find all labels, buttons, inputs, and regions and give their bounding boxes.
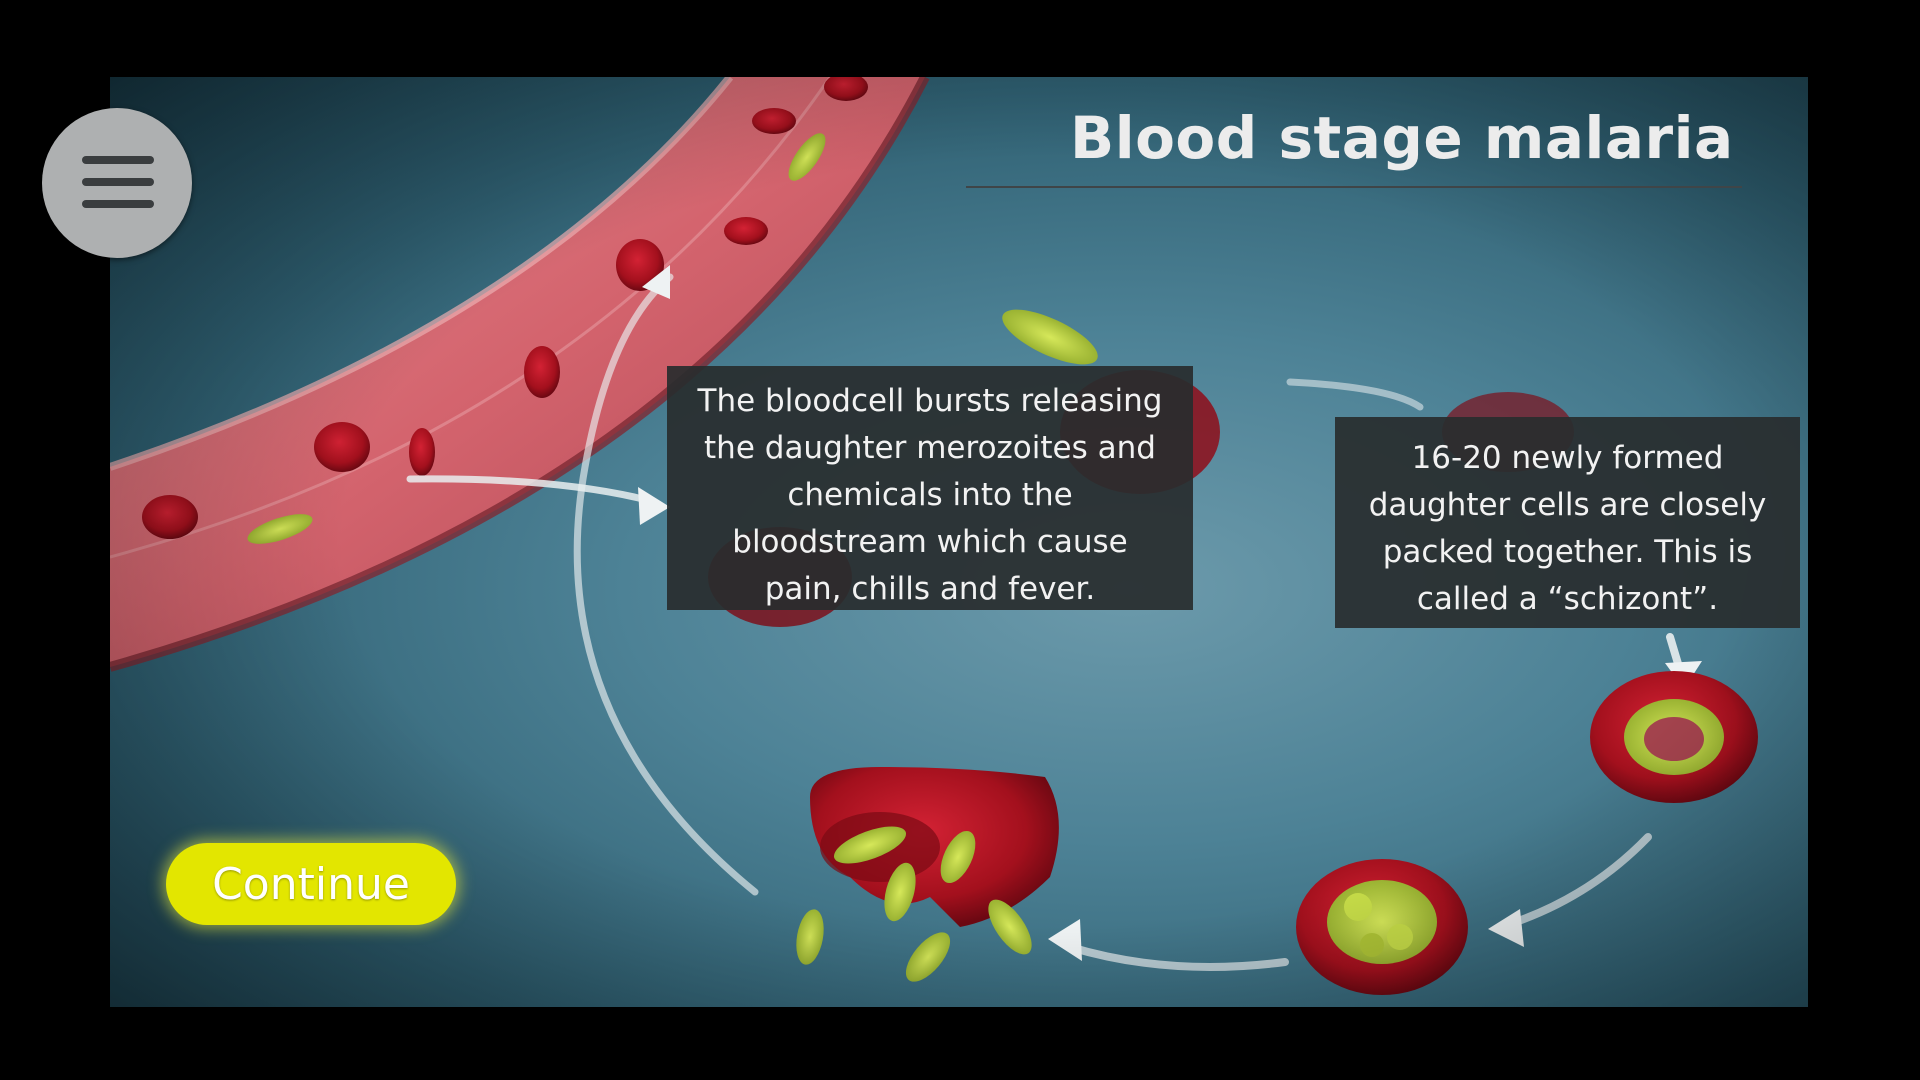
title-divider <box>966 186 1742 188</box>
continue-button[interactable]: Continue <box>166 843 456 925</box>
caption-burst: The bloodcell bursts releasing the daugh… <box>667 366 1193 610</box>
menu-button[interactable] <box>42 108 192 258</box>
page-title: Blood stage malaria <box>1070 104 1734 172</box>
illustration-stage: Blood stage malaria The bloodcell bursts… <box>110 77 1808 1007</box>
caption-schizont: 16-20 newly formed daughter cells are cl… <box>1335 417 1800 628</box>
